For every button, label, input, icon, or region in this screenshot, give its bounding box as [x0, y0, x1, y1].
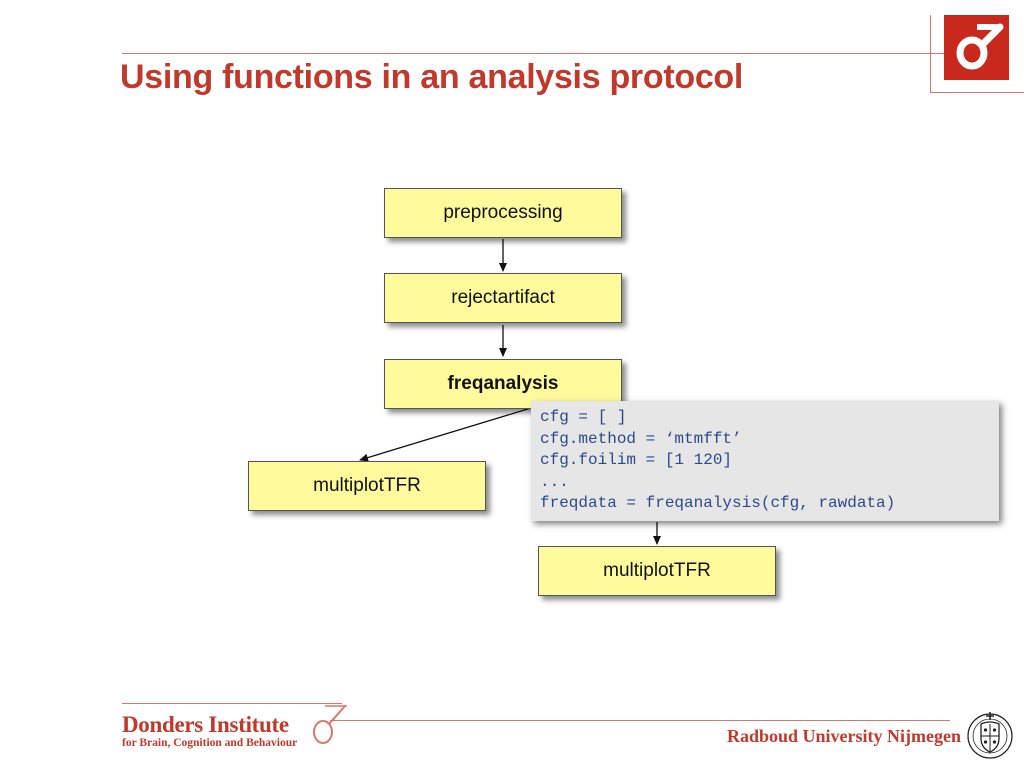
- page-title: Using functions in an analysis protocol: [120, 58, 744, 96]
- radboud-seal-icon: [967, 712, 1013, 759]
- institute-subtitle: for Brain, Cognition and Behaviour: [122, 737, 298, 749]
- footer-rule-left: [122, 703, 342, 704]
- donders-logo-icon: [944, 15, 1009, 80]
- header-rule: [122, 53, 957, 54]
- header-rule-vertical: [930, 15, 931, 92]
- node-freqanalysis: freqanalysis: [384, 359, 622, 409]
- code-line: ...: [540, 472, 569, 491]
- node-preprocessing: preprocessing: [384, 188, 622, 238]
- node-multiplottfr-right: multiplotTFR: [538, 546, 776, 596]
- code-line: cfg.foilim = [1 120]: [540, 451, 733, 469]
- footer-rule-right: [330, 720, 950, 721]
- node-multiplottfr-left: multiplotTFR: [248, 461, 486, 511]
- code-line: freqdata = freqanalysis(cfg, rawdata): [540, 494, 896, 512]
- institute-name: Donders Institute: [122, 712, 289, 737]
- code-snippet: cfg = [ ] cfg.method = ‘mtmfft’ cfg.foil…: [531, 401, 999, 521]
- node-rejectartifact: rejectartifact: [384, 273, 622, 323]
- donders-mark-icon: [313, 705, 347, 744]
- code-line: cfg.method = ‘mtmfft’: [540, 429, 742, 448]
- arrow-freqanalysis-to-multiplot-left: [359, 407, 532, 462]
- header-rule-right: [930, 92, 1024, 93]
- code-line: cfg = [ ]: [540, 408, 627, 426]
- university-name: Radboud University Nijmegen: [727, 726, 962, 746]
